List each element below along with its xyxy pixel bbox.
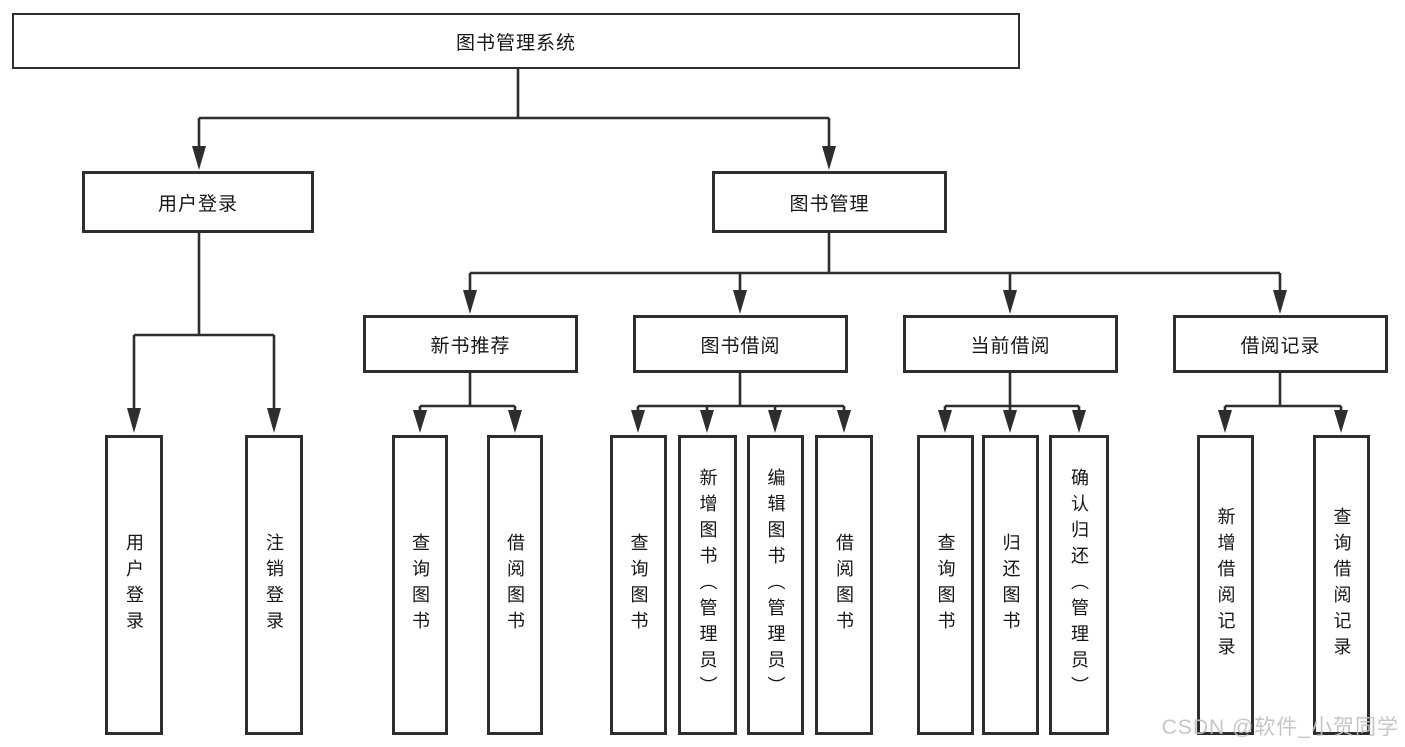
leaf-borrow-books-recommendation: 借阅图书 (487, 435, 543, 735)
node-label: 借阅图书 (505, 533, 525, 637)
node-label: 借阅图书 (834, 533, 854, 637)
node-label: 注销登录 (264, 533, 284, 637)
connector-book-borrowing-to-leaves (631, 373, 851, 433)
node-label: 当前借阅 (970, 335, 1051, 357)
connector-user-login-to-leaves (127, 233, 281, 433)
leaf-query-books-recommendation: 查询图书 (392, 435, 448, 735)
connector-current-borrowing-to-leaves (938, 373, 1086, 433)
node-label: 新书推荐 (430, 335, 511, 357)
leaf-borrow-books: 借阅图书 (815, 435, 873, 735)
node-label: 确认归还（管理员） (1069, 468, 1089, 702)
node-label: 编辑图书（管理员） (765, 468, 786, 702)
node-label: 用户登录 (124, 533, 144, 637)
node-label: 查询借阅记录 (1331, 507, 1352, 663)
leaf-add-book-admin: 新增图书（管理员） (678, 435, 737, 735)
leaf-logout: 注销登录 (245, 435, 303, 735)
csdn-watermark: CSDN @软件_小贺同学 (1161, 716, 1399, 739)
node-book-borrowing: 图书借阅 (633, 315, 848, 373)
connector-borrowing-records-to-leaves (1218, 373, 1348, 433)
node-label: 查询图书 (410, 533, 430, 637)
node-user-login: 用户登录 (82, 171, 314, 233)
leaf-edit-book-admin: 编辑图书（管理员） (747, 435, 804, 735)
node-label: 查询图书 (935, 533, 956, 637)
node-borrowing-records: 借阅记录 (1173, 315, 1388, 373)
node-label: 用户登录 (157, 193, 238, 215)
node-label: 借阅记录 (1240, 335, 1321, 357)
connector-root-to-level2 (192, 69, 836, 170)
node-label: 图书借阅 (700, 335, 781, 357)
leaf-add-borrow-record: 新增借阅记录 (1197, 435, 1254, 735)
leaf-query-books-borrowing: 查询图书 (610, 435, 667, 735)
node-label: 归还图书 (1000, 533, 1021, 637)
leaf-query-borrow-record: 查询借阅记录 (1313, 435, 1370, 735)
leaf-query-books-current: 查询图书 (917, 435, 974, 735)
leaf-confirm-return-admin: 确认归还（管理员） (1049, 435, 1109, 735)
connector-book-management-to-level3 (463, 233, 1287, 314)
node-current-borrowing: 当前借阅 (903, 315, 1118, 373)
node-label: 新增图书（管理员） (697, 468, 718, 702)
node-label: 查询图书 (628, 533, 649, 637)
leaf-return-book: 归还图书 (982, 435, 1039, 735)
node-label: 新增借阅记录 (1215, 507, 1236, 663)
node-book-management: 图书管理 (712, 171, 947, 233)
connector-new-book-recommendation-to-leaves (413, 373, 522, 433)
node-label: 图书管理系统 (455, 32, 576, 54)
node-new-book-recommendation: 新书推荐 (363, 315, 578, 373)
node-library-management-system: 图书管理系统 (12, 13, 1020, 69)
node-label: 图书管理 (789, 193, 870, 215)
leaf-user-login: 用户登录 (105, 435, 163, 735)
